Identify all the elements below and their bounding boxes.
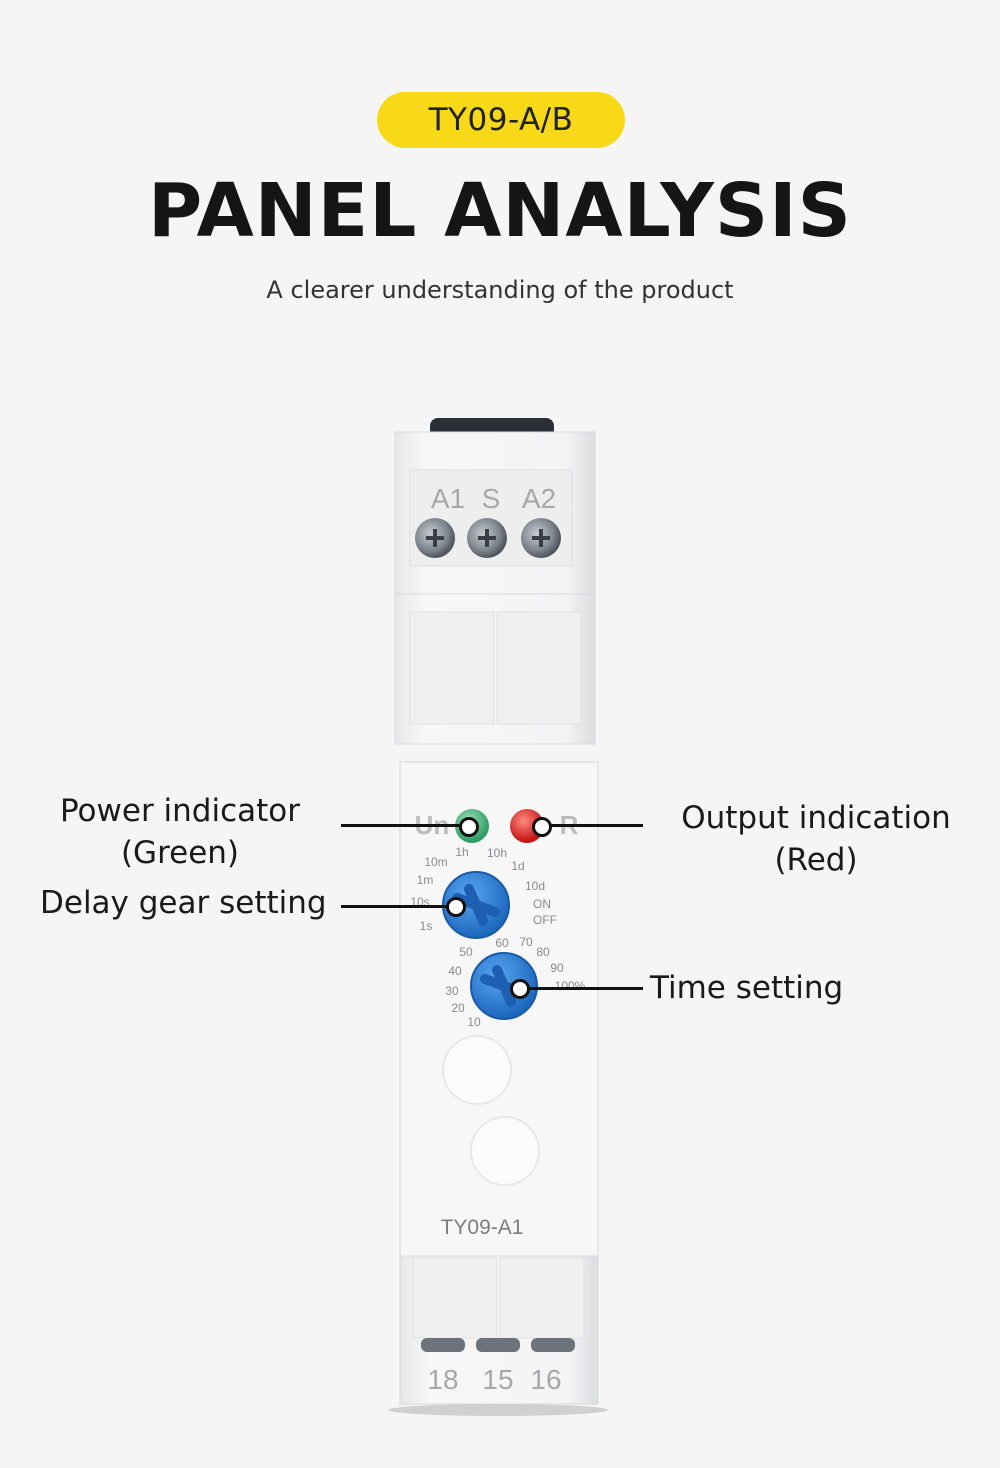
screw-icon <box>531 1338 575 1352</box>
terminal-label-s: S <box>482 483 501 514</box>
lower-panel-left <box>412 1257 498 1339</box>
screw-icon <box>467 518 507 558</box>
device-shadow <box>388 1404 608 1416</box>
screw-icon <box>521 518 561 558</box>
terminal-label-15: 15 <box>482 1364 513 1395</box>
leader-dot-time <box>510 979 530 999</box>
time-label: 50 <box>459 945 473 959</box>
leader-dot-gear <box>446 897 466 917</box>
gear-label: 1m <box>417 873 434 887</box>
delay-gear-knob[interactable] <box>442 871 510 939</box>
time-label: 90 <box>550 961 564 975</box>
leader-line-power <box>341 824 466 827</box>
time-label: 80 <box>536 945 550 959</box>
callout-power-indicator: Power indicator (Green) <box>40 790 320 874</box>
gear-label: 10d <box>525 879 545 893</box>
leader-dot-power <box>459 817 479 837</box>
time-label: 100% <box>555 979 586 993</box>
time-label: 40 <box>448 964 462 978</box>
blank-plug <box>470 1116 540 1186</box>
leader-dot-output <box>532 817 552 837</box>
screw-icon <box>421 1338 465 1352</box>
gear-label: 1s <box>420 919 433 933</box>
screw-icon <box>476 1338 520 1352</box>
callout-output-indication-line1: Output indication <box>681 800 951 836</box>
terminal-label-18: 18 <box>427 1364 458 1395</box>
gear-label: ON <box>533 897 551 911</box>
gear-label: 10m <box>424 855 447 869</box>
time-label: 10 <box>467 1015 481 1029</box>
time-setting-knob[interactable] <box>470 952 538 1020</box>
model-badge: TY09-A/B <box>377 92 625 148</box>
device-model-label: TY09-A1 <box>441 1216 524 1239</box>
callout-delay-gear: Delay gear setting <box>40 882 327 924</box>
callout-output-indication-line2: (Red) <box>774 842 858 878</box>
gear-label: 1h <box>455 845 468 859</box>
screw-icon <box>415 518 455 558</box>
page-subtitle: A clearer understanding of the product <box>266 276 734 304</box>
callout-time-setting: Time setting <box>650 967 844 1009</box>
time-label: 60 <box>495 936 509 950</box>
time-label: 20 <box>451 1001 465 1015</box>
leader-line-gear <box>341 905 449 908</box>
callout-delay-gear-text: Delay gear setting <box>40 885 327 921</box>
callout-time-setting-text: Time setting <box>650 970 844 1006</box>
time-label: 30 <box>445 984 459 998</box>
gear-label: 1d <box>511 859 524 873</box>
leader-line-output <box>548 824 643 827</box>
page-title: PANEL ANALYSIS <box>148 168 852 254</box>
gear-label: 10h <box>487 846 507 860</box>
callout-power-indicator-line1: Power indicator <box>59 793 301 829</box>
leader-line-time <box>526 987 643 990</box>
upper-panel-left <box>409 611 495 725</box>
lower-panel-right <box>499 1257 585 1339</box>
terminal-label-a1: A1 <box>431 483 465 514</box>
callout-output-indication: Output indication (Red) <box>680 797 952 881</box>
gear-label: OFF <box>533 913 557 927</box>
callout-power-indicator-line2: (Green) <box>120 835 240 871</box>
blank-plug <box>442 1035 512 1105</box>
upper-panel-right <box>496 611 582 725</box>
time-label: 70 <box>519 935 533 949</box>
terminal-label-a2: A2 <box>522 483 556 514</box>
terminal-label-16: 16 <box>530 1364 561 1395</box>
